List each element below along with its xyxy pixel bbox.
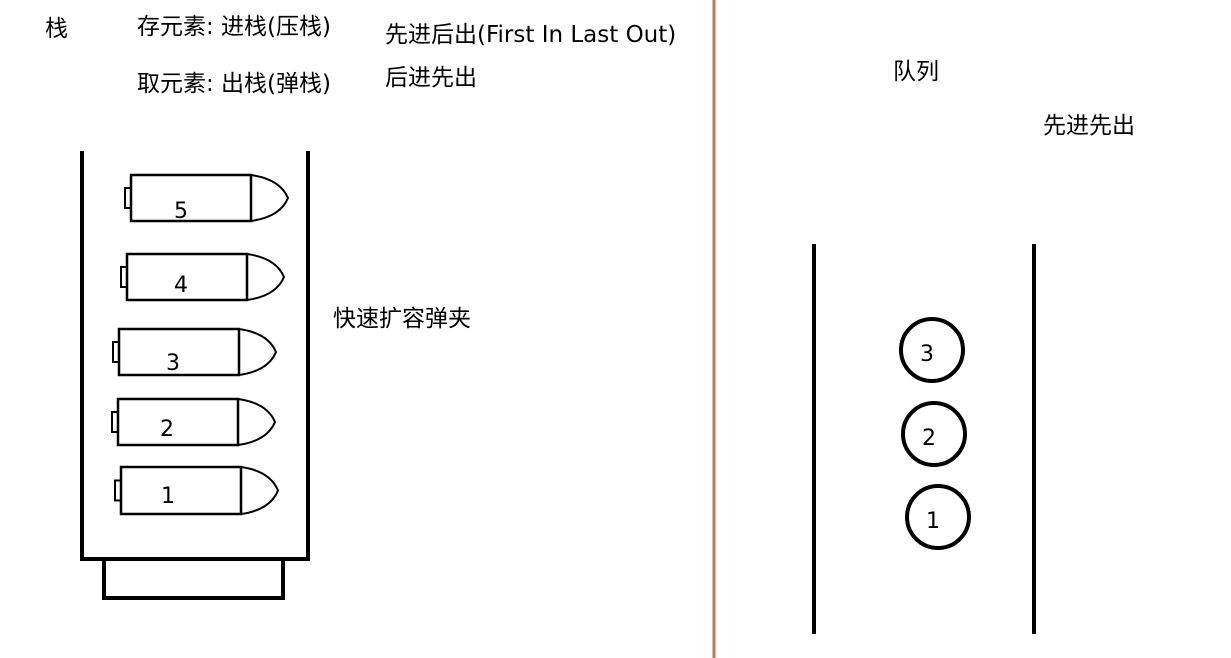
ball-circle <box>901 401 967 467</box>
bullet-casing <box>129 173 253 223</box>
bullet-label: 2 <box>160 417 174 442</box>
ball-label: 1 <box>926 509 940 534</box>
bullet-label: 5 <box>174 199 188 224</box>
bullet-label: 1 <box>161 484 175 509</box>
balls-layer: 3 2 1 <box>899 317 971 550</box>
bullet-tip <box>240 466 280 515</box>
pop-description: 取元素: 出栈(弹栈) <box>137 71 332 97</box>
bullet-2: 2 <box>111 397 277 447</box>
filo-description: 先进后出(First In Last Out) <box>385 22 677 48</box>
bullet-tip <box>246 253 286 301</box>
bullet-casing <box>125 252 249 302</box>
ball-circle <box>899 317 965 383</box>
bullet-tip <box>237 398 277 446</box>
ball-circle <box>905 484 971 550</box>
bullet-tip <box>250 174 290 222</box>
stack-title: 栈 <box>45 16 68 42</box>
ball-label: 3 <box>920 342 934 367</box>
ball-label: 2 <box>922 426 936 451</box>
queue-title: 队列 <box>893 59 939 85</box>
bullet-tip <box>238 328 278 376</box>
bullet-casing <box>119 465 243 516</box>
lifo-description: 后进先出 <box>385 65 477 91</box>
queue-ball-1: 1 <box>905 484 971 550</box>
queue-ball-2: 2 <box>901 401 967 467</box>
bullet-label: 4 <box>174 273 188 298</box>
bullet-3: 3 <box>112 327 278 377</box>
magazine-base <box>102 557 285 600</box>
queue-channel <box>812 244 1036 634</box>
fifo-description: 先进先出 <box>1043 113 1135 139</box>
bullet-casing <box>116 397 240 447</box>
bullets-layer: 5 4 3 2 1 <box>111 173 290 516</box>
magazine-label: 快速扩容弹夹 <box>333 306 471 332</box>
bullet-5: 5 <box>124 173 290 224</box>
bullet-1: 1 <box>114 465 280 516</box>
queue-ball-3: 3 <box>899 317 965 383</box>
bullet-casing <box>117 327 241 377</box>
bullet-4: 4 <box>120 252 286 302</box>
magazine-container <box>80 151 310 600</box>
push-description: 存元素: 进栈(压栈) <box>137 14 332 40</box>
bullet-label: 3 <box>166 351 180 376</box>
